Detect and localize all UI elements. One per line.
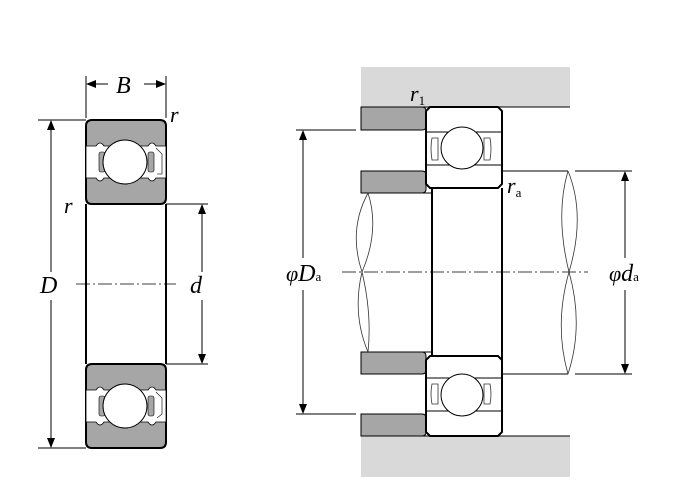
label-chamfer-r-left: r xyxy=(64,193,73,218)
label-housing-chamfer-r1: r1 xyxy=(410,81,425,108)
shield xyxy=(155,391,163,419)
ball xyxy=(102,139,148,185)
label-outer-diameter-d: D xyxy=(39,273,57,299)
cage xyxy=(483,137,492,161)
label-shaft-shoulder-da: φda xyxy=(609,261,639,287)
mounted-bearing-bottom xyxy=(425,355,503,437)
bearing-section-bottom xyxy=(85,363,167,449)
ball xyxy=(102,383,148,429)
housing-shoulder-bottom xyxy=(360,413,427,437)
cage xyxy=(430,137,439,161)
shield xyxy=(155,147,163,175)
cage xyxy=(147,395,155,417)
label-shaft-fillet-ra: ra xyxy=(507,173,522,200)
ball xyxy=(440,126,484,170)
cage xyxy=(147,151,155,173)
right-mounting-view: r1 ra φDa φda xyxy=(286,67,639,477)
spacer-bottom xyxy=(360,351,427,375)
shaft xyxy=(355,170,578,375)
label-chamfer-r-top: r xyxy=(170,102,179,127)
label-bore-diameter-d: d xyxy=(190,273,203,299)
mounted-bearing-top xyxy=(425,106,503,189)
spacer-top xyxy=(360,170,427,194)
housing-top xyxy=(361,67,570,107)
housing-shoulder-top xyxy=(360,106,427,131)
bearing-section-top xyxy=(85,119,167,205)
shaft-break-left xyxy=(361,192,374,353)
label-width-b: B xyxy=(116,73,131,99)
left-bearing-view: B r r D d xyxy=(38,73,208,449)
housing-bottom xyxy=(361,436,570,477)
ball xyxy=(440,373,484,417)
label-housing-shoulder-da: φDa xyxy=(286,261,322,287)
cage xyxy=(430,383,439,405)
cage xyxy=(483,383,492,405)
